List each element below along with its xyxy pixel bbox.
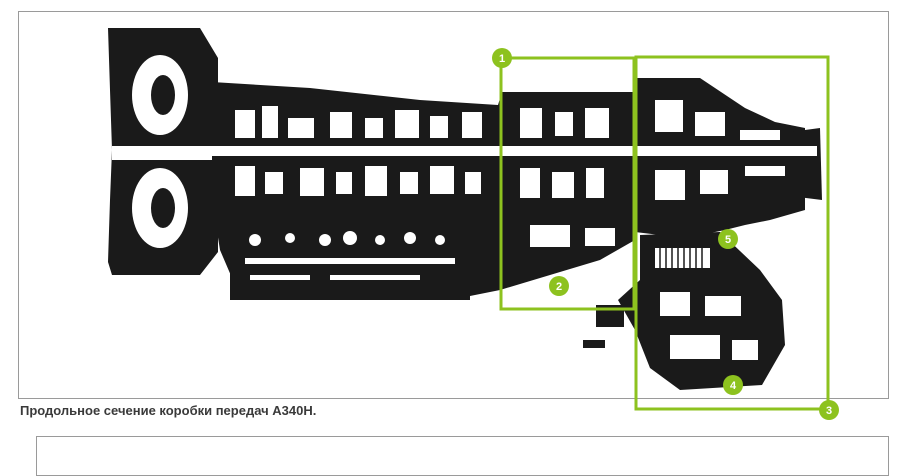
figure-caption: Продольное сечение коробки передач А340Н… — [20, 403, 317, 418]
highlight-box-rear-planetary — [499, 56, 636, 311]
svg-text:4: 4 — [730, 380, 737, 392]
marker-4: 4 — [723, 375, 743, 395]
transmission-cross-section: 1 2 3 4 5 — [108, 28, 839, 420]
section-details — [112, 55, 817, 360]
highlight-box-transfer — [634, 55, 830, 411]
spring — [659, 248, 703, 268]
marker-5: 5 — [718, 229, 738, 249]
svg-text:1: 1 — [499, 53, 505, 65]
marker-2: 2 — [549, 276, 569, 296]
marker-3: 3 — [819, 400, 839, 420]
svg-text:2: 2 — [556, 281, 562, 293]
svg-text:3: 3 — [826, 405, 832, 417]
svg-text:5: 5 — [725, 234, 731, 246]
marker-1: 1 — [492, 48, 512, 68]
